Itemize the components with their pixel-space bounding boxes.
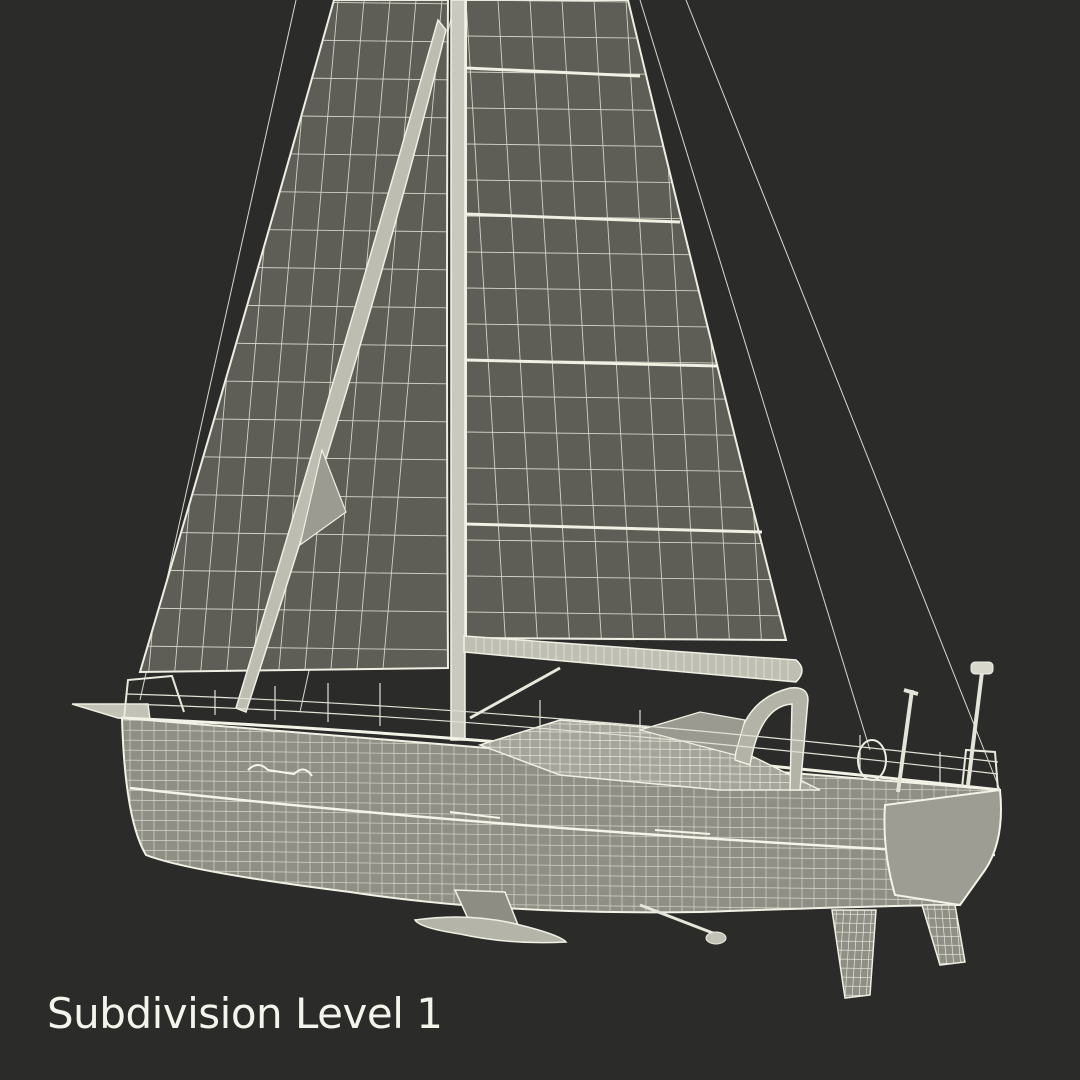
bow-pulpit	[123, 674, 185, 719]
transom	[883, 788, 1002, 907]
keel-bulb	[413, 889, 568, 944]
subdivision-caption: Subdivision Level 1	[47, 989, 443, 1038]
main-sail	[465, 0, 788, 642]
boom-vang	[469, 666, 561, 720]
hull-windows	[247, 764, 711, 835]
helm-wheel	[857, 739, 887, 781]
arch	[734, 687, 809, 791]
stern-pulpit	[961, 748, 999, 791]
sail-flap	[299, 447, 347, 547]
rudder-left	[831, 909, 877, 999]
boom	[463, 635, 803, 683]
jib-sail	[138, 0, 450, 674]
propeller	[639, 903, 727, 945]
mast	[450, 0, 466, 741]
antenna-poles	[896, 661, 994, 793]
rudder-right	[920, 904, 966, 966]
lifelines	[125, 683, 999, 782]
furled-sail	[235, 18, 447, 713]
